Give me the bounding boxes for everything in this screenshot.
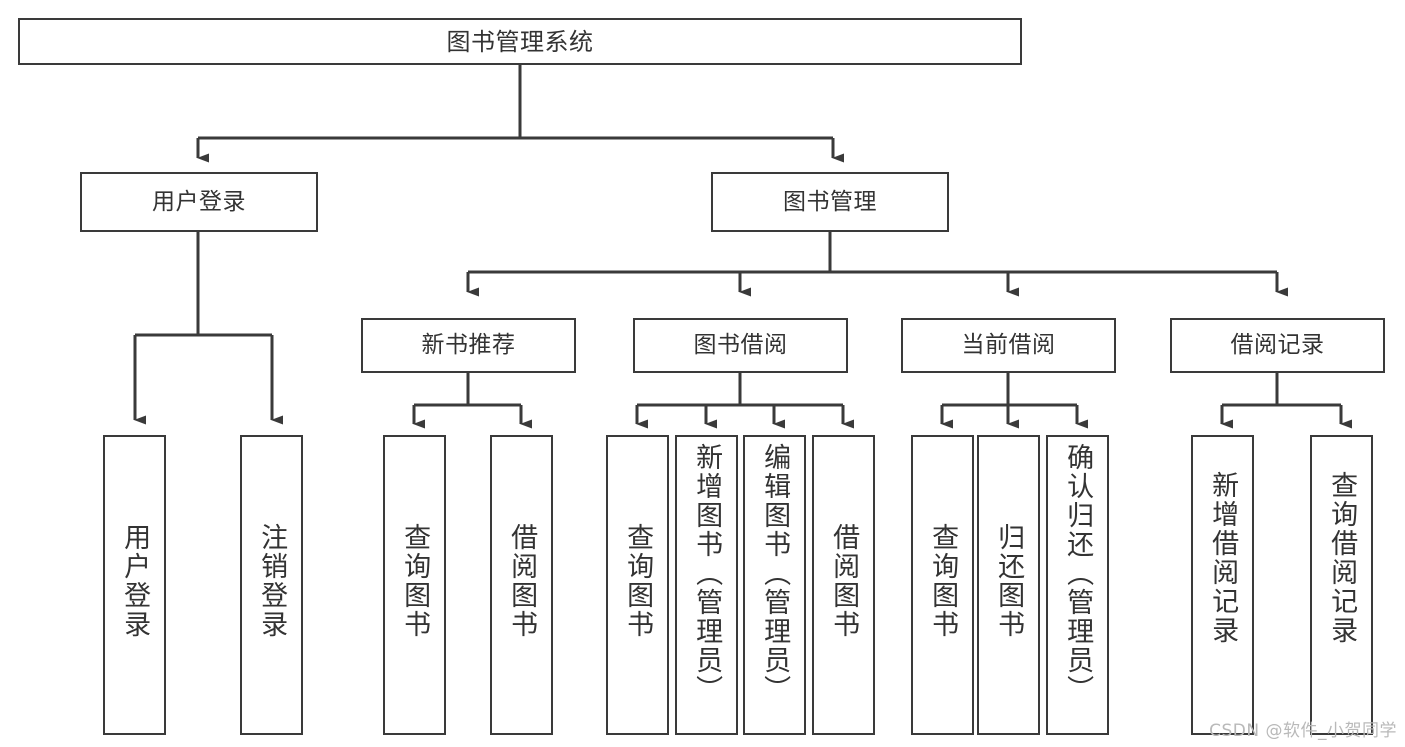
node-leaf-user-login-label: 用户登录 — [119, 523, 151, 639]
node-leaf-query-book-3[interactable]: 查询图书 — [911, 435, 974, 735]
node-borrow-record-label: 借阅记录 — [1230, 332, 1325, 358]
node-leaf-borrow-book-1[interactable]: 借阅图书 — [490, 435, 553, 735]
node-leaf-borrow-book-2-label: 借阅图书 — [828, 523, 860, 639]
node-book-manage[interactable]: 图书管理 — [711, 172, 949, 232]
node-user-login-label: 用户登录 — [152, 188, 246, 215]
node-leaf-user-login[interactable]: 用户登录 — [103, 435, 166, 735]
node-leaf-return-book-label: 归还图书 — [993, 523, 1025, 639]
node-leaf-query-record[interactable]: 查询借阅记录 — [1310, 435, 1373, 735]
node-book-manage-label: 图书管理 — [783, 188, 877, 215]
node-new-book-recommend[interactable]: 新书推荐 — [361, 318, 576, 373]
node-user-login[interactable]: 用户登录 — [80, 172, 318, 232]
node-leaf-query-book-3-label: 查询图书 — [927, 523, 959, 639]
node-book-borrow-label: 图书借阅 — [693, 332, 788, 358]
node-leaf-add-record-label: 新增借阅记录 — [1207, 471, 1239, 645]
node-leaf-add-record[interactable]: 新增借阅记录 — [1191, 435, 1254, 735]
node-leaf-query-book-2[interactable]: 查询图书 — [606, 435, 669, 735]
node-leaf-query-record-label: 查询借阅记录 — [1326, 471, 1358, 645]
node-leaf-return-book[interactable]: 归还图书 — [977, 435, 1040, 735]
watermark-text: CSDN @软件_小贺同学 — [1209, 721, 1397, 741]
node-leaf-confirm-return-label: 确认归还（管理员） — [1062, 443, 1094, 704]
node-book-borrow[interactable]: 图书借阅 — [633, 318, 848, 373]
node-leaf-user-logout-label: 注销登录 — [256, 523, 288, 639]
node-root[interactable]: 图书管理系统 — [18, 18, 1022, 65]
node-root-label: 图书管理系统 — [446, 27, 594, 56]
node-leaf-borrow-book-2[interactable]: 借阅图书 — [812, 435, 875, 735]
node-leaf-add-book-label: 新增图书（管理员） — [691, 443, 723, 704]
node-leaf-query-book-1-label: 查询图书 — [399, 523, 431, 639]
node-leaf-edit-book[interactable]: 编辑图书（管理员） — [743, 435, 806, 735]
node-leaf-edit-book-label: 编辑图书（管理员） — [759, 443, 791, 704]
node-leaf-user-logout[interactable]: 注销登录 — [240, 435, 303, 735]
node-current-borrow-label: 当前借阅 — [961, 332, 1056, 358]
node-new-book-recommend-label: 新书推荐 — [421, 332, 516, 358]
node-borrow-record[interactable]: 借阅记录 — [1170, 318, 1385, 373]
node-leaf-borrow-book-1-label: 借阅图书 — [506, 523, 538, 639]
node-leaf-query-book-1[interactable]: 查询图书 — [383, 435, 446, 735]
node-leaf-query-book-2-label: 查询图书 — [622, 523, 654, 639]
node-leaf-confirm-return[interactable]: 确认归还（管理员） — [1046, 435, 1109, 735]
node-current-borrow[interactable]: 当前借阅 — [901, 318, 1116, 373]
node-leaf-add-book[interactable]: 新增图书（管理员） — [675, 435, 738, 735]
